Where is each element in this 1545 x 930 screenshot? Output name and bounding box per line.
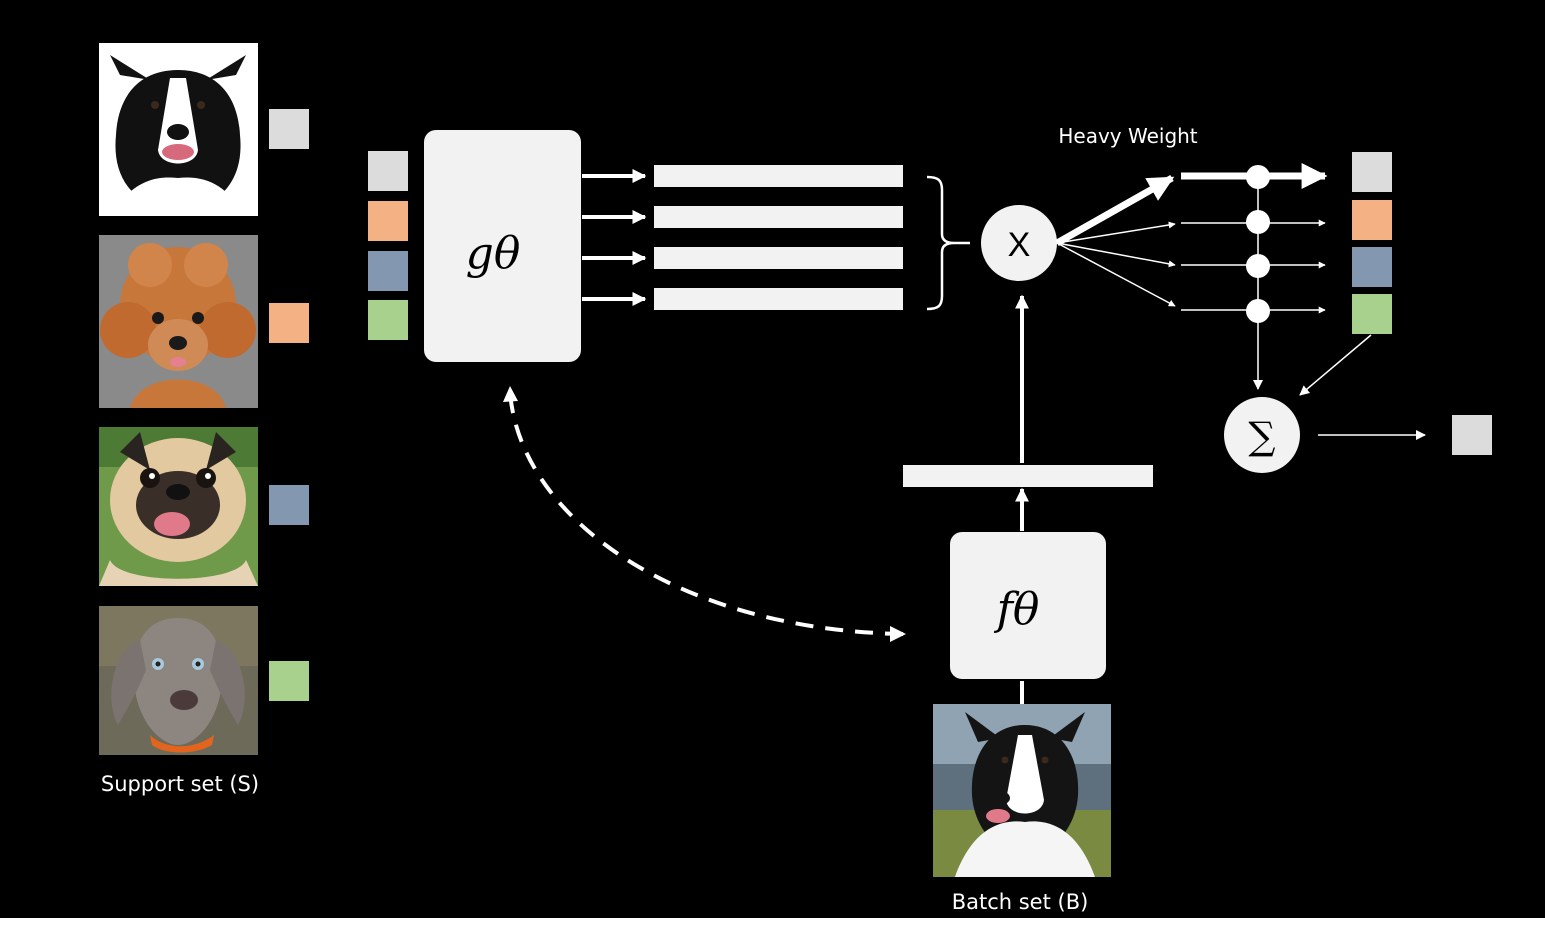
input-class-square [368,151,408,191]
embedding-bar [654,247,903,269]
heavy-weight-label: Heavy Weight [1058,124,1197,148]
support-embeddings [654,165,903,310]
predicted-class-square [1452,415,1492,455]
support-image-weimaraner [99,606,258,755]
junction-node [1246,299,1270,323]
batch-embedding-bar [903,465,1153,487]
output-class-square [1352,294,1392,334]
dashed-arrowhead-g [503,386,518,402]
support-image-poodle [99,235,258,408]
dashed-arrowhead-f [890,626,906,642]
attention-weight-lines [1055,174,1176,307]
sum-label: ∑ [1248,414,1275,458]
support-class-square [269,109,309,149]
embedding-brace [926,175,970,311]
output-class-square [1352,200,1392,240]
label-to-sum-line [1299,334,1372,396]
support-image-pug [99,427,258,586]
junction-nodes [1246,165,1270,323]
g-theta-box [424,130,581,362]
output-class-square [1352,152,1392,192]
support-class-labels [269,109,309,701]
input-class-square [368,201,408,241]
shared-parameters-dashed-arrow [508,391,904,636]
junction-node [1246,165,1270,189]
multiply-node [981,205,1057,281]
junction-node [1246,254,1270,278]
weighted-output-lines [1181,163,1328,314]
f-theta-box [950,532,1106,679]
batch-image-border-collie [933,704,1111,877]
output-class-squares [1352,152,1392,334]
junction-node [1246,210,1270,234]
support-class-square [269,661,309,701]
g-to-embedding-arrows [582,169,647,306]
g-theta-label: gθ [466,228,521,279]
output-class-square [1352,247,1392,287]
input-class-square [368,251,408,291]
input-class-square [368,300,408,340]
f-theta-label: fθ [994,584,1040,635]
support-image-border-collie [99,43,258,216]
batch-set-label: Batch set (B) [952,890,1089,914]
support-set-label: Support set (S) [101,772,259,796]
support-class-square [269,303,309,343]
embedding-bar [654,288,903,310]
input-class-squares [368,151,408,340]
embedding-bar [654,206,903,228]
embedding-bar [654,165,903,187]
sum-node [1224,397,1300,473]
support-class-square [269,485,309,525]
multiply-label: X [1008,226,1031,264]
